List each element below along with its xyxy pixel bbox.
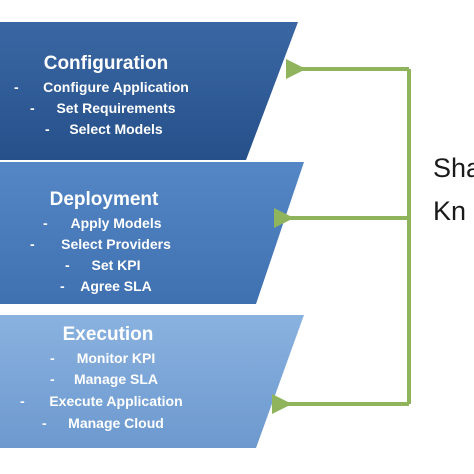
stage-configuration-item: Set Requirements: [56, 100, 175, 116]
stage-deployment: Deployment - Apply Models - Select Provi…: [0, 162, 304, 304]
stage-deployment-shape: [0, 162, 304, 304]
side-label-line-1: Sha: [433, 153, 474, 183]
stage-deployment-bullet: -: [60, 278, 65, 294]
side-label-line-2: Kn: [433, 196, 466, 226]
stage-configuration: Configuration - Configure Application - …: [0, 22, 298, 160]
stage-deployment-bullet: -: [65, 257, 70, 273]
stage-deployment-bullet: -: [43, 215, 48, 231]
stage-execution-item: Execute Application: [49, 393, 182, 409]
stage-execution-bullet: -: [42, 415, 47, 431]
stage-deployment-item: Set KPI: [91, 257, 140, 273]
stage-configuration-shape: [0, 22, 298, 160]
stage-execution-bullet: -: [50, 371, 55, 387]
stage-execution-bullet: -: [50, 350, 55, 366]
stage-deployment-item: Apply Models: [70, 215, 161, 231]
stage-execution-item: Monitor KPI: [77, 350, 156, 366]
stage-deployment-item: Select Providers: [61, 236, 171, 252]
stage-deployment-title: Deployment: [50, 189, 159, 210]
stage-execution-item: Manage Cloud: [68, 415, 164, 431]
stage-execution-bullet: -: [20, 393, 25, 409]
stage-deployment-bullet: -: [30, 236, 35, 252]
stage-execution-title: Execution: [63, 324, 154, 345]
stage-deployment-item: Agree SLA: [80, 278, 152, 294]
stage-configuration-item: Configure Application: [43, 79, 189, 95]
stage-execution: Execution - Monitor KPI - Manage SLA - E…: [0, 315, 304, 448]
stage-configuration-bullet: -: [45, 121, 50, 137]
stage-execution-item: Manage SLA: [74, 371, 158, 387]
feedback-connector: [272, 59, 411, 414]
stage-configuration-item: Select Models: [69, 121, 163, 137]
stage-configuration-bullet: -: [14, 79, 19, 95]
stage-configuration-bullet: -: [30, 100, 35, 116]
stage-configuration-title: Configuration: [44, 53, 169, 74]
stage-execution-shape: [0, 315, 304, 448]
